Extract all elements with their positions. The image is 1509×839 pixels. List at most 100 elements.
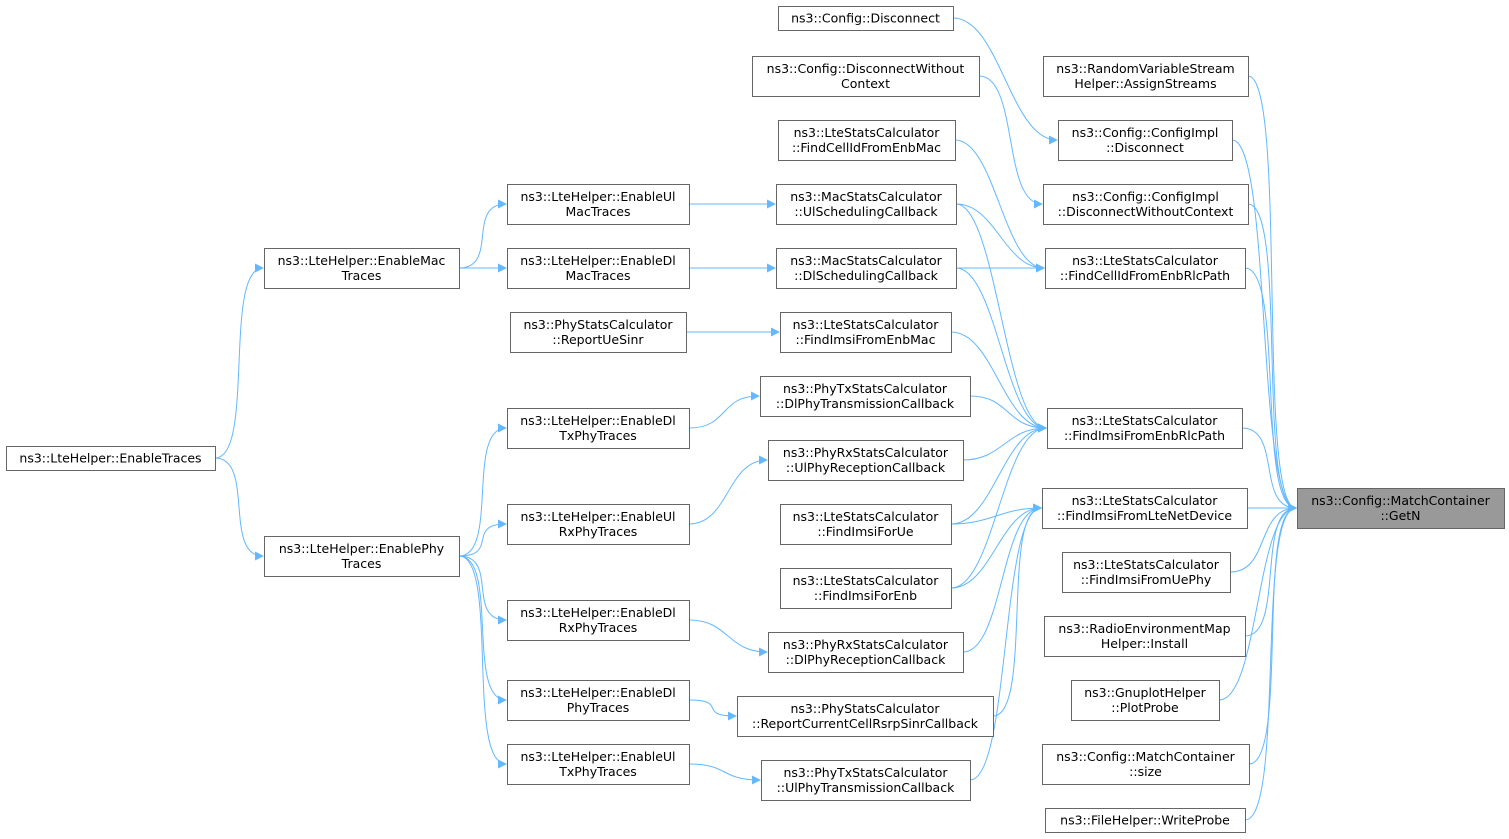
node-label: MacTraces [566, 268, 631, 283]
node-box[interactable] [264, 536, 460, 577]
node-uesinr[interactable]: ns3::PhyStatsCalculator::ReportUeSinr [510, 312, 687, 353]
node-label: ::UlPhyTransmissionCallback [777, 780, 955, 795]
edge-gnuplot-to-getn [1218, 503, 1297, 701]
node-box[interactable] [507, 248, 690, 289]
node-label: Context [841, 76, 890, 91]
edge-discwc-to-cfgdiscwc [978, 75, 1043, 209]
edge-entraces-to-enmac [214, 263, 264, 459]
node-box[interactable] [1043, 184, 1249, 225]
node-cfgdisc[interactable]: ns3::Config::ConfigImpl::Disconnect [1058, 120, 1233, 161]
edge-dlsched-to-firlc [955, 267, 1047, 433]
node-dltx[interactable]: ns3::PhyTxStatsCalculator::DlPhyTransmis… [760, 376, 971, 417]
node-box[interactable] [1043, 56, 1249, 97]
node-fcrlc[interactable]: ns3::LteStatsCalculator::FindCellIdFromE… [1045, 248, 1246, 289]
node-label: ns3::Config::ConfigImpl [1072, 189, 1219, 204]
node-box[interactable] [778, 120, 956, 161]
node-label: Helper::Install [1101, 636, 1188, 651]
node-filehelper[interactable]: ns3::FileHelper::WriteProbe [1045, 808, 1246, 833]
node-box[interactable] [1044, 616, 1246, 657]
node-discwc[interactable]: ns3::Config::DisconnectWithoutContext [752, 56, 980, 97]
node-box[interactable] [776, 184, 957, 225]
node-label: ns3::LteStatsCalculator [794, 125, 941, 140]
node-disc[interactable]: ns3::Config::Disconnect [778, 6, 954, 31]
node-cfgdiscwc[interactable]: ns3::Config::ConfigImpl::DisconnectWitho… [1043, 184, 1249, 225]
node-box[interactable] [1045, 808, 1246, 833]
node-box[interactable] [776, 248, 957, 289]
node-box[interactable] [510, 312, 687, 353]
node-ulsched[interactable]: ns3::MacStatsCalculator::UlSchedulingCal… [776, 184, 957, 225]
node-box[interactable] [507, 408, 690, 449]
node-fimac[interactable]: ns3::LteStatsCalculator::FindImsiFromEnb… [780, 312, 952, 353]
node-box[interactable] [752, 56, 980, 97]
edge-rvs-to-getn [1247, 75, 1297, 513]
node-box[interactable] [6, 446, 216, 471]
node-box[interactable] [507, 600, 690, 641]
node-label: RxPhyTraces [559, 524, 638, 539]
node-dlrx[interactable]: ns3::PhyRxStatsCalculator::DlPhyReceptio… [768, 632, 964, 673]
node-box[interactable] [1058, 120, 1233, 161]
node-box[interactable] [1297, 488, 1505, 529]
node-entraces[interactable]: ns3::LteHelper::EnableTraces [6, 446, 216, 471]
node-box[interactable] [737, 696, 994, 737]
node-box[interactable] [768, 440, 964, 481]
node-box[interactable] [1042, 488, 1248, 529]
node-box[interactable] [507, 184, 690, 225]
node-ulrx[interactable]: ns3::PhyRxStatsCalculator::UlPhyReceptio… [768, 440, 964, 481]
edge-fiue-to-filnd [950, 503, 1042, 525]
node-box[interactable] [1045, 248, 1246, 289]
node-getn[interactable]: ns3::Config::MatchContainer::GetN [1297, 488, 1505, 529]
node-box[interactable] [507, 680, 690, 721]
node-firlc[interactable]: ns3::LteStatsCalculator::FindImsiFromEnb… [1047, 408, 1243, 449]
node-label: TxPhyTraces [558, 428, 637, 443]
node-box[interactable] [760, 376, 971, 417]
node-box[interactable] [780, 504, 952, 545]
node-mcsize[interactable]: ns3::Config::MatchContainer::size [1042, 744, 1250, 785]
node-label: ::ReportCurrentCellRsrpSinrCallback [752, 716, 979, 731]
node-rsrp[interactable]: ns3::PhyStatsCalculator::ReportCurrentCe… [737, 696, 994, 737]
node-box[interactable] [1062, 552, 1231, 593]
node-gnuplot[interactable]: ns3::GnuplotHelper::PlotProbe [1071, 680, 1220, 721]
node-fiuephy[interactable]: ns3::LteStatsCalculator::FindImsiFromUeP… [1062, 552, 1231, 593]
node-label: ns3::PhyTxStatsCalculator [783, 381, 948, 396]
node-box[interactable] [1042, 744, 1250, 785]
node-fienb[interactable]: ns3::LteStatsCalculator::FindImsiForEnb [780, 568, 952, 609]
node-filnd[interactable]: ns3::LteStatsCalculator::FindImsiFromLte… [1042, 488, 1248, 529]
node-rvs[interactable]: ns3::RandomVariableStreamHelper::AssignS… [1043, 56, 1249, 97]
node-label: ns3::PhyStatsCalculator [523, 317, 673, 332]
edges-layer [214, 17, 1297, 821]
node-fcmac[interactable]: ns3::LteStatsCalculator::FindCellIdFromE… [778, 120, 956, 161]
node-label: ns3::LteHelper::EnableMac [278, 253, 446, 268]
node-ultx[interactable]: ns3::PhyTxStatsCalculator::UlPhyTransmis… [761, 760, 971, 801]
node-box[interactable] [780, 568, 952, 609]
node-dlsched[interactable]: ns3::MacStatsCalculator::DlSchedulingCal… [776, 248, 957, 289]
node-label: ::FindImsiFromEnbRlcPath [1064, 428, 1225, 443]
edge-enultxphy-to-ultx [688, 763, 761, 785]
node-box[interactable] [778, 6, 954, 31]
node-label: ns3::LteHelper::EnablePhy [279, 541, 445, 556]
node-box[interactable] [264, 248, 460, 289]
node-box[interactable] [768, 632, 964, 673]
edge-fcrlc-to-getn [1244, 267, 1297, 513]
edge-enulrxphy-to-ulrx [688, 455, 768, 525]
node-box[interactable] [761, 760, 971, 801]
node-box[interactable] [507, 744, 690, 785]
node-label: ns3::LteStatsCalculator [1072, 413, 1219, 428]
node-box[interactable] [780, 312, 952, 353]
node-box[interactable] [507, 504, 690, 545]
node-box[interactable] [1071, 680, 1220, 721]
node-fiue[interactable]: ns3::LteStatsCalculator::FindImsiForUe [780, 504, 952, 545]
node-label: ::FindCellIdFromEnbMac [792, 140, 941, 155]
node-label: ::UlPhyReceptionCallback [786, 460, 946, 475]
node-box[interactable] [1047, 408, 1243, 449]
